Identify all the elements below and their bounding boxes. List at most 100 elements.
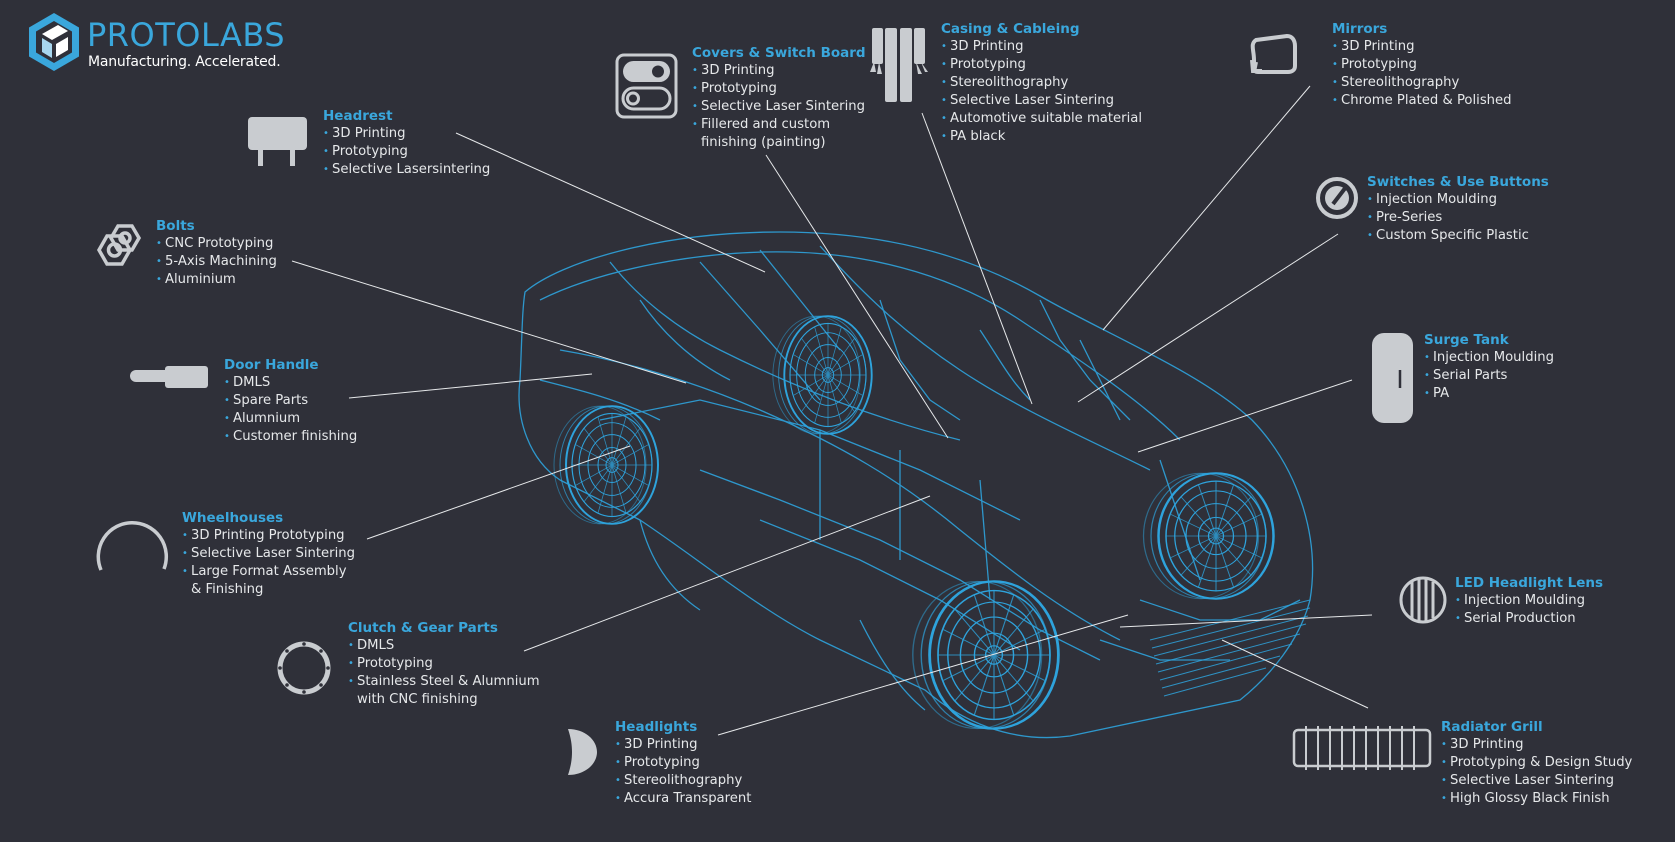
callout-mirrors: Mirrors 3D Printing Prototyping Stereoli… — [1332, 21, 1512, 110]
callout-item: Chrome Plated & Polished — [1332, 92, 1512, 110]
car-body-wireframe — [518, 231, 1314, 739]
callout-item: Injection Moulding — [1455, 592, 1603, 610]
callout-item: Fillered and custom — [692, 116, 866, 134]
surge-tank-icon — [1372, 333, 1413, 423]
callout-item: PA black — [941, 128, 1142, 146]
door-handle-icon — [130, 366, 208, 388]
callout-item: Prototyping — [692, 80, 866, 98]
callout-item: Aluminium — [156, 271, 277, 289]
callout-item: 3D Printing — [1441, 736, 1632, 754]
callout-item: 3D Printing — [323, 125, 490, 143]
callout-item: Injection Moulding — [1424, 349, 1554, 367]
callout-item: Stereolithography — [941, 74, 1142, 92]
callout-headlights: Headlights 3D Printing Prototyping Stere… — [615, 719, 751, 808]
leader-lines — [291, 85, 1373, 736]
callout-bolts: Bolts CNC Prototyping 5-Axis Machining A… — [156, 218, 277, 289]
callout-title: Covers & Switch Board — [692, 45, 866, 61]
callout-item: Serial Production — [1455, 610, 1603, 628]
callout-title: Headrest — [323, 108, 393, 124]
callout-item: Alumnium — [224, 410, 357, 428]
callout-item: Selective Laser Sintering — [941, 92, 1142, 110]
switch-board-icon — [615, 53, 678, 119]
callout-item: Selective Laser Sintering — [1441, 772, 1632, 790]
grill-hatching — [1149, 599, 1311, 697]
callout-item: DMLS — [224, 374, 357, 392]
callout-item: Selective Laser Sintering — [182, 545, 355, 563]
callout-title: Bolts — [156, 218, 195, 234]
callout-item: Selective Lasersintering — [323, 161, 490, 179]
callout-item: Stereolithography — [1332, 74, 1512, 92]
callout-title: LED Headlight Lens — [1455, 575, 1604, 591]
callout-item: Prototyping — [323, 143, 490, 161]
brand-name: PROTOLABS — [87, 16, 286, 54]
wheelhouse-icon — [96, 520, 169, 571]
callout-headrest: Headrest 3D Printing Prototyping Selecti… — [323, 108, 490, 179]
mirror-icon — [1250, 33, 1297, 74]
callout-title: Headlights — [615, 719, 698, 735]
callout-item: 3D Printing — [692, 62, 866, 80]
callout-item-continued: finishing (painting) — [701, 135, 826, 150]
callout-item: Prototyping — [348, 655, 540, 673]
brand-tagline: Manufacturing. Accelerated. — [88, 54, 281, 70]
callout-radiator-grill: Radiator Grill 3D Printing Prototyping &… — [1441, 719, 1632, 808]
headlight-icon — [568, 729, 597, 775]
callout-item: Stainless Steel & Alumnium — [348, 673, 540, 691]
mirror-mount-icon — [1250, 59, 1262, 73]
gear-ring-icon — [277, 641, 331, 695]
callout-item: 3D Printing Prototyping — [182, 527, 355, 545]
headlight-lens-icon — [1399, 576, 1447, 624]
front-right-wheel — [1142, 472, 1275, 600]
callout-item: High Glossy Black Finish — [1441, 790, 1632, 808]
callout-led-headlight-lens: LED Headlight Lens Injection Moulding Se… — [1455, 575, 1603, 628]
callout-item: PA — [1424, 385, 1554, 403]
callout-door-handle: Door Handle DMLS Spare Parts Alumnium Cu… — [224, 357, 357, 446]
callout-title: Casing & Cableing — [941, 21, 1080, 37]
callout-title: Clutch & Gear Parts — [348, 620, 498, 636]
callout-item: Custom Specific Plastic — [1367, 227, 1549, 245]
callout-item-continued: with CNC finishing — [357, 692, 478, 707]
callout-item: Selective Laser Sintering — [692, 98, 866, 116]
knob-icon — [1316, 177, 1358, 219]
callout-item: Prototyping — [1332, 56, 1512, 74]
callout-item: Injection Moulding — [1367, 191, 1549, 209]
callout-clutch-gear-parts: Clutch & Gear Parts DMLS Prototyping Sta… — [348, 620, 540, 709]
callout-title: Surge Tank — [1424, 332, 1509, 348]
callout-item: Pre-Series — [1367, 209, 1549, 227]
rear-right-wheel — [771, 315, 873, 435]
callout-title: Wheelhouses — [182, 510, 284, 526]
rear-left-wheel — [553, 405, 659, 525]
cable-icon — [870, 28, 928, 102]
callout-item: CNC Prototyping — [156, 235, 277, 253]
callout-title: Radiator Grill — [1441, 719, 1543, 735]
callout-item: 5-Axis Machining — [156, 253, 277, 271]
callout-item: Prototyping & Design Study — [1441, 754, 1632, 772]
callout-item: Customer finishing — [224, 428, 357, 446]
callout-item: DMLS — [348, 637, 540, 655]
bolts-icon — [96, 224, 142, 266]
callout-surge-tank: Surge Tank Injection Moulding Serial Par… — [1424, 332, 1554, 403]
callout-title: Door Handle — [224, 357, 319, 373]
callout-item: Accura Transparent — [615, 790, 751, 808]
callout-item-continued: & Finishing — [191, 582, 264, 597]
callout-item: 3D Printing — [941, 38, 1142, 56]
callout-item: Stereolithography — [615, 772, 751, 790]
radiator-grill-icon — [1292, 726, 1432, 770]
callout-item: Serial Parts — [1424, 367, 1554, 385]
front-left-wheel — [911, 580, 1060, 730]
callout-casing-cableing: Casing & Cableing 3D Printing Prototypin… — [941, 21, 1142, 146]
callout-title: Mirrors — [1332, 21, 1388, 37]
callout-covers-switch-board: Covers & Switch Board 3D Printing Protot… — [692, 45, 866, 152]
headrest-icon — [248, 117, 307, 166]
callout-item: 3D Printing — [1332, 38, 1512, 56]
callout-item: Spare Parts — [224, 392, 357, 410]
callout-item: Prototyping — [615, 754, 751, 772]
callout-wheelhouses: Wheelhouses 3D Printing Prototyping Sele… — [182, 510, 355, 599]
callout-title: Switches & Use Buttons — [1367, 174, 1549, 190]
callout-item: Prototyping — [941, 56, 1142, 74]
protolabs-hex-logo-icon — [29, 13, 79, 71]
callout-item: Automotive suitable material — [941, 110, 1142, 128]
callout-item: Large Format Assembly — [182, 563, 355, 581]
callout-switches-use-buttons: Switches & Use Buttons Injection Mouldin… — [1367, 174, 1549, 245]
